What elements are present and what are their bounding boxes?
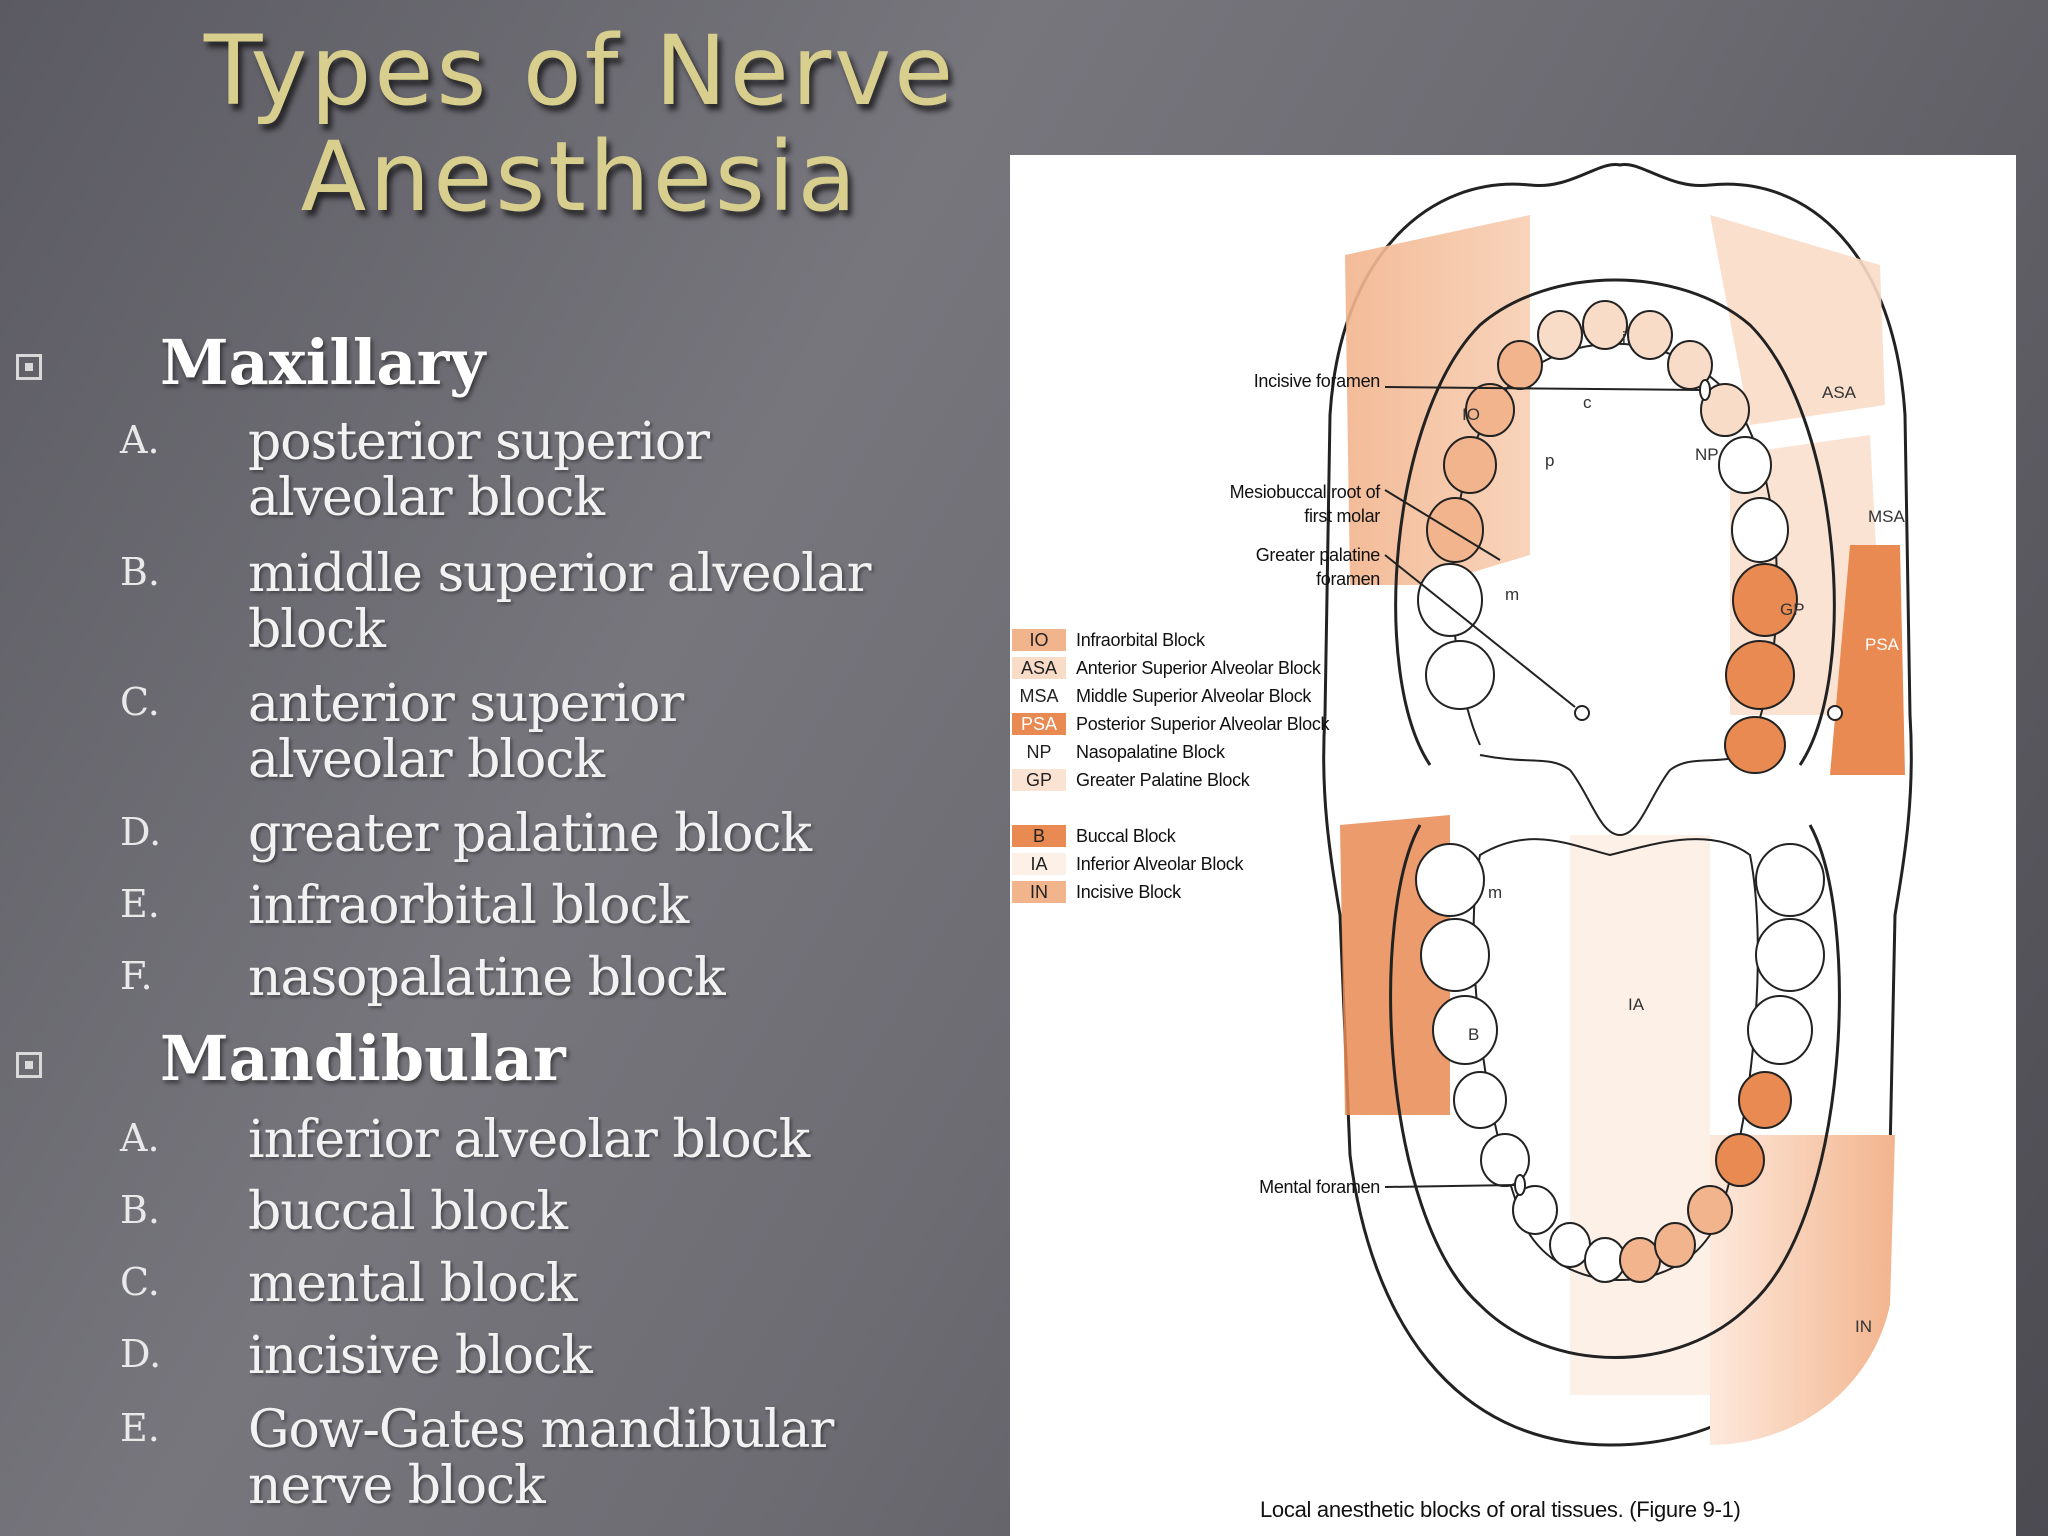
legend-code: IO [1012,629,1066,651]
list-letter: B. [120,550,180,594]
tooth-icon [1725,717,1785,773]
tooth-icon [1421,919,1489,991]
tooth-icon [1444,437,1496,493]
tooth-icon [1726,641,1794,709]
zone-label-in: IN [1855,1317,1872,1337]
tooth-icon [1416,844,1484,916]
section-bullet-icon [16,354,42,380]
list-text: buccal block [248,1184,1048,1240]
tooth-icon [1732,498,1788,562]
tooth-icon [1688,1186,1732,1234]
legend-code: MSA [1012,685,1066,707]
tooth-icon [1628,311,1672,359]
legend-code: IA [1012,853,1066,875]
list-letter: D. [120,1332,180,1376]
list-letter: A. [120,1116,180,1160]
tooth-icon [1498,341,1542,389]
list-text: anterior superior alveolar block [248,676,768,788]
tooth-label-c: c [1583,393,1592,413]
list-letter: B. [120,1188,180,1232]
mental-foramen-label: Mental foramen [1130,1177,1380,1198]
legend-code: B [1012,825,1066,847]
greater-palatine-foramen-icon [1828,706,1842,720]
zone-label-gp: GP [1780,600,1805,620]
legend-text: Incisive Block [1076,881,1181,903]
incisive-foramen-label: Incisive foramen [1130,371,1380,392]
tooth-icon [1454,1072,1506,1128]
tooth-label-p: p [1545,451,1554,471]
figure-caption: Local anesthetic blocks of oral tissues.… [1260,1497,1741,1523]
legend-code: IN [1012,881,1066,903]
section-heading-mandibular: Mandibular [160,1022,566,1095]
list-letter: E. [120,882,180,926]
ia-zone [1570,835,1710,1395]
tooth-icon [1748,996,1812,1064]
zone-label-io: IO [1462,405,1480,425]
list-letter: D. [120,810,180,854]
list-letter: E. [120,1406,180,1450]
tooth-icon [1739,1072,1791,1128]
mental-foramen-icon [1515,1175,1525,1195]
list-letter: C. [120,680,180,724]
list-text: greater palatine block [248,806,1048,862]
greater-palatine-foramen-label: Greater palatine foramen [1210,543,1380,591]
tooth-icon [1550,1223,1590,1267]
greater-palatine-foramen-icon [1575,706,1589,720]
list-letter: F. [120,954,180,998]
list-text: inferior alveolar block [248,1112,1048,1168]
section-heading-maxillary: Maxillary [160,326,485,399]
tooth-icon [1756,844,1824,916]
tooth-icon [1433,996,1497,1064]
tooth-icon [1655,1223,1695,1267]
slide-title: Types of Nerve Anesthesia [140,18,1020,230]
tooth-icon [1426,641,1494,709]
legend-code: NP [1012,741,1066,763]
tooth-icon [1719,437,1771,493]
list-letter: C. [120,1260,180,1304]
legend-code: ASA [1012,657,1066,679]
legend-text: Infraorbital Block [1076,629,1205,651]
tooth-label-m: m [1505,585,1519,605]
legend-code: GP [1012,769,1066,791]
zone-label-psa: PSA [1865,635,1899,655]
list-text: incisive block [248,1328,1048,1384]
zone-label-ia: IA [1628,995,1644,1015]
zone-label-asa: ASA [1822,383,1856,403]
zone-label-b: B [1468,1025,1479,1045]
legend-code: PSA [1012,713,1066,735]
list-letter: A. [120,418,180,462]
list-text: middle superior alveolar block [248,546,948,658]
list-text: Gow-Gates mandibular nerve block [248,1402,928,1514]
oral-anesthesia-diagram: IO ASA NP MSA GP PSA IA B IN i c p m m I… [1010,155,2016,1536]
tooth-icon [1538,311,1582,359]
tooth-icon [1427,498,1483,562]
tooth-icon [1583,301,1627,349]
tooth-icon [1756,919,1824,991]
legend-text: Inferior Alveolar Block [1076,853,1243,875]
list-text: mental block [248,1256,1048,1312]
legend-text: Middle Superior Alveolar Block [1076,685,1311,707]
legend-text: Posterior Superior Alveolar Block [1076,713,1329,735]
list-text: infraorbital block [248,878,1048,934]
legend-text: Nasopalatine Block [1076,741,1225,763]
list-text: nasopalatine block [248,950,1048,1006]
list-text: posterior superior alveolar block [248,414,768,526]
zone-label-np: NP [1695,445,1719,465]
zone-label-msa: MSA [1868,507,1905,527]
tooth-label-i: i [1622,328,1626,348]
tooth-icon [1620,1238,1660,1282]
tooth-icon [1716,1134,1764,1186]
legend-text: Greater Palatine Block [1076,769,1250,791]
legend-text: Anterior Superior Alveolar Block [1076,657,1321,679]
legend-text: Buccal Block [1076,825,1175,847]
tooth-label-m: m [1488,883,1502,903]
mesiobuccal-root-label: Mesiobuccal root of first molar [1210,480,1380,528]
incisive-foramen-icon [1700,380,1710,400]
section-bullet-icon [16,1052,42,1078]
